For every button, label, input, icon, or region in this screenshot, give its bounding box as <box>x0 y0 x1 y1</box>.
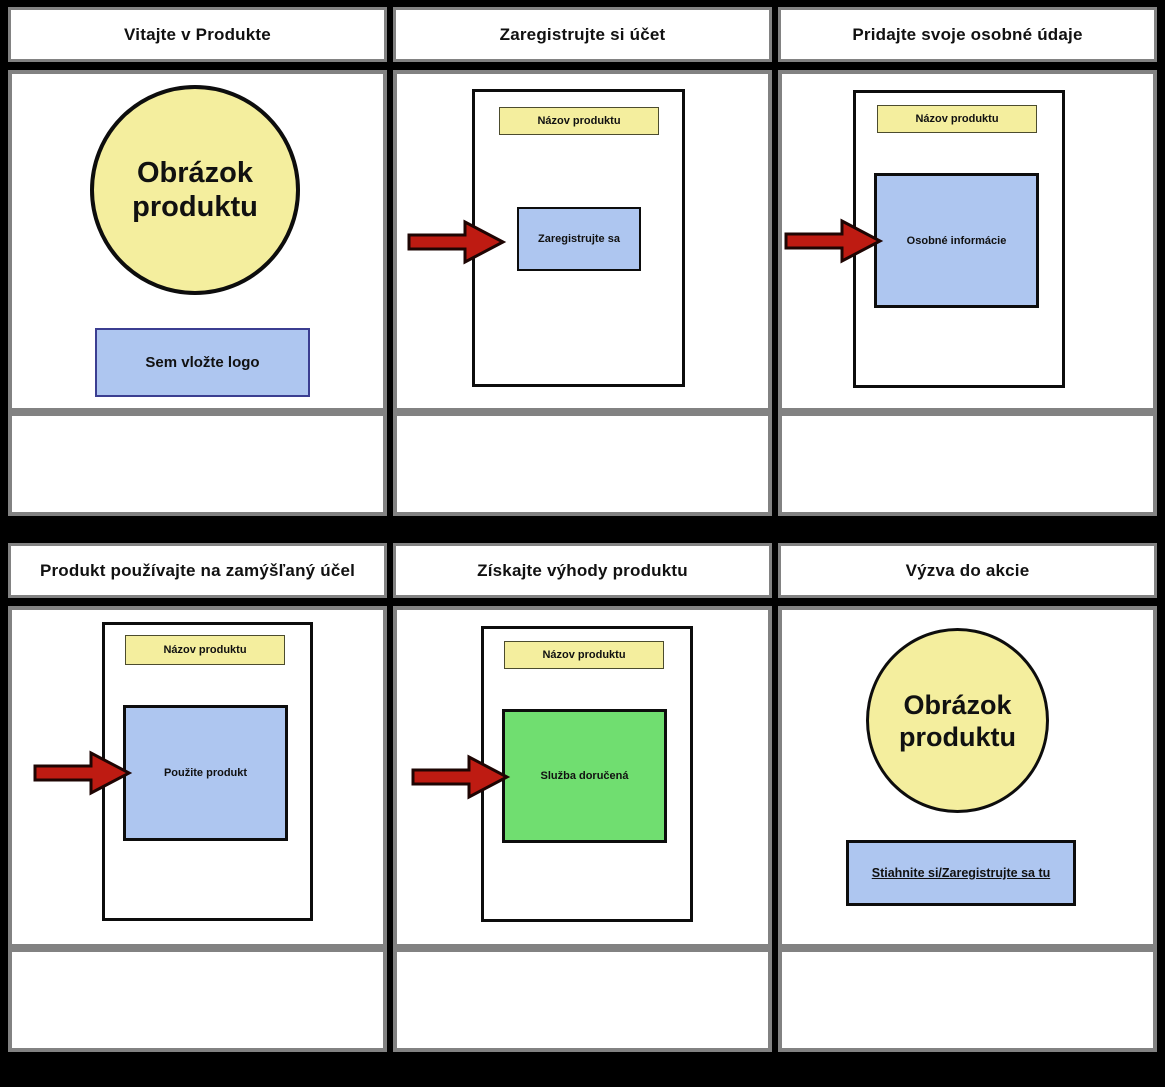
panel-title: Vitajte v Produkte <box>8 7 387 62</box>
panel-canvas[interactable]: Názov produktu Osobné informácie <box>778 70 1157 412</box>
logo-placeholder-box: Sem vložte logo <box>95 328 310 397</box>
product-name-label: Názov produktu <box>915 113 999 125</box>
logo-placeholder-label: Sem vložte logo <box>145 354 260 371</box>
product-image-label: Obrázok produktu <box>899 689 1016 752</box>
service-delivered-label: Služba doručená <box>540 770 629 782</box>
panel-title: Produkt používajte na zamýšľaný účel <box>8 543 387 598</box>
panel-title: Výzva do akcie <box>778 543 1157 598</box>
panel-canvas[interactable]: Obrázok produktu Sem vložte logo <box>8 70 387 412</box>
panel-use-product: Produkt používajte na zamýšľaný účel Náz… <box>8 543 387 1052</box>
product-image-circle: Obrázok produktu <box>866 628 1049 813</box>
red-arrow-icon <box>407 219 507 265</box>
panel-signup: Zaregistrujte si účet Názov produktu Zar… <box>393 7 772 516</box>
use-product-box: Použite produkt <box>123 705 288 841</box>
signup-button-label: Zaregistrujte sa <box>538 233 620 245</box>
personal-info-box: Osobné informácie <box>874 173 1039 308</box>
panel-benefits: Získajte výhody produktu Názov produktu … <box>393 543 772 1052</box>
service-delivered-box: Služba doručená <box>502 709 667 843</box>
panel-welcome: Vitajte v Produkte Obrázok produktu Sem … <box>8 7 387 516</box>
cta-link-box[interactable]: Stiahnite si/Zaregistrujte sa tu <box>846 840 1076 906</box>
panel-description[interactable] <box>8 412 387 516</box>
panel-description[interactable] <box>393 412 772 516</box>
panel-call-to-action: Výzva do akcie Obrázok produktu Stiahnit… <box>778 543 1157 1052</box>
product-name-label: Názov produktu <box>537 115 621 127</box>
cta-link-label: Stiahnite si/Zaregistrujte sa tu <box>871 866 1051 880</box>
product-image-circle: Obrázok produktu <box>90 85 300 295</box>
use-product-label: Použite produkt <box>163 767 248 779</box>
product-name-label: Názov produktu <box>163 644 247 656</box>
red-arrow-icon <box>33 750 133 796</box>
panel-canvas[interactable]: Názov produktu Použite produkt <box>8 606 387 948</box>
panel-canvas[interactable]: Názov produktu Služba doručená <box>393 606 772 948</box>
product-name-banner: Názov produktu <box>499 107 659 135</box>
panel-canvas[interactable]: Obrázok produktu Stiahnite si/Zaregistru… <box>778 606 1157 948</box>
product-image-label: Obrázok produktu <box>132 157 258 223</box>
personal-info-label: Osobné informácie <box>906 234 1007 247</box>
red-arrow-icon <box>411 754 511 800</box>
panel-personal-data: Pridajte svoje osobné údaje Názov produk… <box>778 7 1157 516</box>
panel-canvas[interactable]: Názov produktu Zaregistrujte sa <box>393 70 772 412</box>
product-name-banner: Názov produktu <box>125 635 285 665</box>
product-name-banner: Názov produktu <box>877 105 1037 133</box>
panel-description[interactable] <box>778 412 1157 516</box>
product-name-banner: Názov produktu <box>504 641 664 669</box>
panel-description[interactable] <box>8 948 387 1052</box>
panel-title: Získajte výhody produktu <box>393 543 772 598</box>
signup-button-shape: Zaregistrujte sa <box>517 207 641 271</box>
storyboard-row-2: Produkt používajte na zamýšľaný účel Náz… <box>8 543 1157 1052</box>
panel-description[interactable] <box>778 948 1157 1052</box>
panel-description[interactable] <box>393 948 772 1052</box>
panel-title: Pridajte svoje osobné údaje <box>778 7 1157 62</box>
product-name-label: Názov produktu <box>542 649 626 661</box>
red-arrow-icon <box>784 218 884 264</box>
panel-title: Zaregistrujte si účet <box>393 7 772 62</box>
storyboard-row-1: Vitajte v Produkte Obrázok produktu Sem … <box>8 7 1157 516</box>
